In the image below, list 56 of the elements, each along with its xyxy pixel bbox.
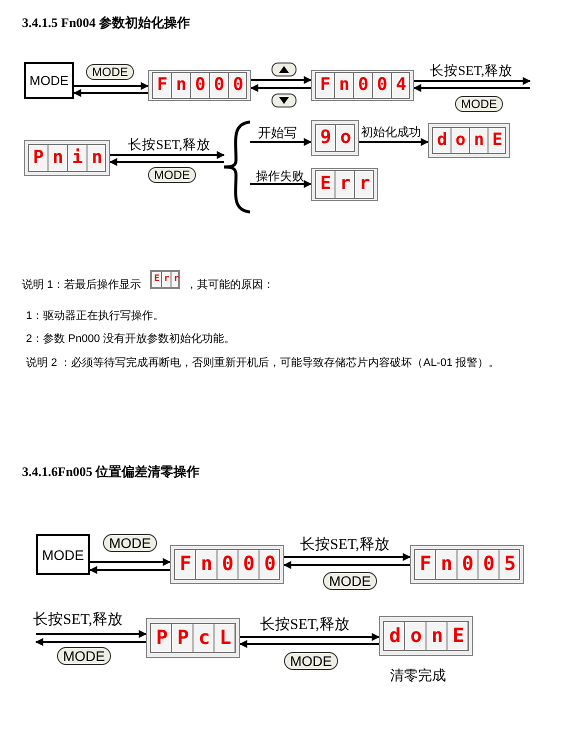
arrow (89, 566, 170, 574)
arrow (250, 84, 311, 92)
arrow (283, 561, 410, 569)
edge-label: 长按SET,释放 (430, 62, 512, 80)
arrow (110, 151, 225, 159)
display-readout: Fn004 (314, 72, 410, 100)
arrow (36, 630, 147, 638)
key-label-box: MODE (24, 62, 74, 99)
note-text: 说明 1：若最后操作显示 (22, 278, 142, 292)
arrow (90, 558, 171, 566)
display-readout: donE (432, 127, 506, 154)
arrow (413, 84, 530, 92)
display-readout: Fn000 (152, 72, 248, 100)
edge-label: 操作失败 (256, 168, 304, 185)
display-readout: PPcL (150, 622, 236, 654)
section-heading: 3.4.1.6Fn005 位置偏差清零操作 (22, 463, 200, 481)
arrow (284, 553, 411, 561)
key-label: MODE (103, 534, 157, 552)
edge-label: 初始化成功 (361, 124, 421, 141)
display-readout: Pnin (28, 144, 106, 172)
note-text: 1：驱动器正在执行写操作。 (26, 309, 164, 323)
mini-display-readout: Err (150, 270, 180, 290)
edge-label: 长按SET,释放 (300, 536, 390, 554)
arrow (35, 638, 146, 646)
arrow (240, 633, 380, 641)
edge-label: 开始写 (258, 124, 297, 142)
key-label: MODE (455, 96, 503, 112)
edge-label: 长按SET,释放 (260, 616, 350, 634)
arrow (250, 138, 312, 146)
arrow (109, 158, 224, 166)
display-readout: donE (383, 620, 469, 652)
note-text: 说明 2 ：必须等待写完成再断电，否则重新开机后，可能导致存储芯片内容破坏（AL-01 报警）。 (26, 356, 500, 370)
arrow (251, 76, 312, 84)
key-label: MODE (57, 647, 111, 665)
key-label: MODE (323, 572, 377, 590)
section-heading: 3.4.1.5 Fn004 参数初始化操作 (22, 14, 190, 32)
edge-label: 长按SET,释放 (128, 136, 210, 154)
arrow (74, 82, 149, 90)
arrow (414, 77, 531, 85)
note-text: ，其可能的原因： (186, 278, 274, 292)
key-label: MODE (284, 652, 338, 670)
arrow (359, 138, 429, 146)
arrow (250, 180, 312, 188)
arrow (73, 89, 148, 97)
edge-label: 长按SET,释放 (33, 610, 122, 629)
display-readout: Fn000 (174, 549, 280, 580)
display-readout: 9o (314, 124, 356, 152)
display-readout: Err (314, 170, 374, 199)
display-readout: Fn005 (414, 549, 520, 580)
curly-brace (222, 120, 250, 214)
note-text: 2：参数 Pn000 没有开放参数初始化功能。 (26, 332, 236, 346)
key-label: MODE (86, 64, 134, 80)
display-caption: 清零完成 (390, 667, 446, 685)
arrow (239, 640, 379, 648)
key-label-box: MODE (36, 534, 90, 575)
key-label: MODE (148, 167, 196, 183)
